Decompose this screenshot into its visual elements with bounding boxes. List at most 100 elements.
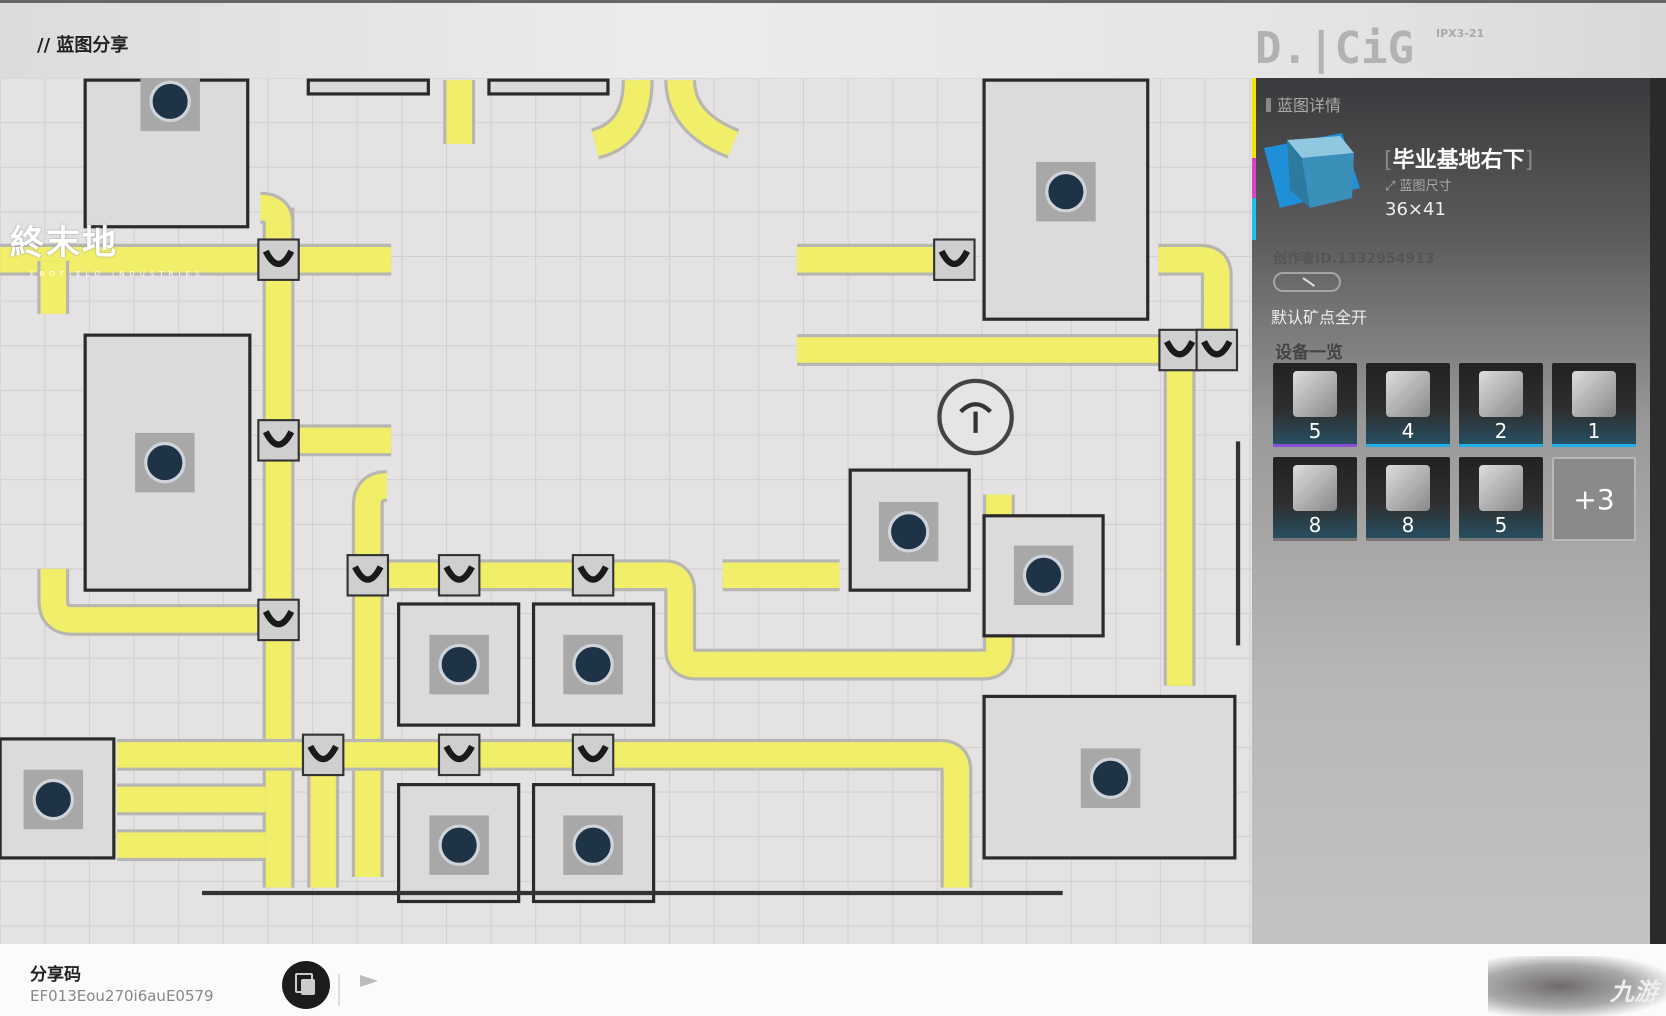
panel-heading: 蓝图详情: [1266, 92, 1341, 116]
horizontal-scrollbar[interactable]: [202, 890, 1063, 896]
splitter-block: [933, 238, 976, 281]
machine-core-icon: [572, 643, 614, 686]
creator-id: 创作者ID.1332954913: [1273, 251, 1435, 267]
splitter-icon: [1164, 339, 1196, 358]
header: // 蓝图分享 D.|CiG IPX3-21: [0, 3, 1666, 78]
splitter-icon: [577, 744, 609, 763]
copy-button[interactable]: [282, 961, 330, 1009]
page-title: // 蓝图分享: [37, 35, 129, 56]
splitter-icon: [352, 565, 384, 583]
machine-core-icon: [887, 511, 930, 553]
accent-stripe-magenta: [1252, 158, 1256, 198]
equipment-image: [1572, 371, 1616, 417]
blueprint-cube-icon: [1264, 133, 1360, 208]
machine-core-icon: [572, 824, 614, 866]
rarity-bar: [1366, 538, 1450, 541]
splitter-icon: [443, 565, 475, 583]
rarity-bar: [1273, 444, 1357, 447]
splitter-block: [571, 733, 615, 777]
splitter-icon: [443, 744, 475, 763]
machine-core-icon: [32, 778, 74, 821]
equipment-count: 8: [1308, 513, 1322, 537]
ore-setting: 默认矿点全开: [1271, 308, 1368, 327]
machine-core-icon: [1022, 554, 1065, 597]
right-edge-strip: [1650, 78, 1666, 944]
equipment-count: 8: [1401, 513, 1415, 537]
header-logo: D.|CiG: [1255, 23, 1414, 74]
equipment-image: [1479, 465, 1523, 511]
accent-stripe-yellow: [1252, 78, 1256, 158]
splitter-icon: [1201, 339, 1233, 358]
share-arrow-icon[interactable]: [360, 975, 378, 987]
endfield-logo-subtitle: ENDFIELD INDUSTRIES: [30, 270, 205, 278]
machine-core-icon: [149, 80, 191, 123]
conveyor-belt: [361, 494, 1012, 678]
equipment-image: [1479, 371, 1523, 417]
splitter-icon: [577, 565, 609, 583]
splitter-icon: [262, 249, 295, 268]
equipment-tile[interactable]: 2: [1459, 363, 1543, 447]
equipment-tile[interactable]: 5: [1459, 457, 1543, 541]
splitter-block: [1158, 328, 1201, 372]
rarity-bar: [1459, 444, 1543, 447]
splitter-icon: [262, 609, 295, 628]
conveyor-belt: [259, 194, 292, 225]
size-value: 36×41: [1385, 199, 1446, 220]
equipment-image: [1293, 371, 1337, 417]
rarity-bar: [1366, 444, 1450, 447]
equipment-image: [1386, 371, 1430, 417]
top-border: [0, 0, 1666, 3]
footer: 分享码 EF013Eou270i6auE0579: [0, 944, 1666, 1016]
splitter-block: [257, 598, 300, 642]
blueprint-name: [毕业基地右下]: [1384, 148, 1534, 173]
equipment-tile[interactable]: 4: [1366, 363, 1450, 447]
equipment-count: 5: [1308, 419, 1322, 443]
equipment-image: [1293, 465, 1337, 511]
blueprint-canvas[interactable]: [0, 78, 1252, 944]
splitter-block: [437, 733, 481, 777]
machine-core-icon: [144, 441, 186, 484]
antenna-icon: [959, 402, 992, 433]
equipment-tile[interactable]: 8: [1366, 457, 1450, 541]
conveyor-belt: [40, 568, 279, 633]
blueprint-details-panel: 蓝图详情 [毕业基地右下] ⤢ 蓝图尺寸 36×41 创作者ID.1332954…: [1252, 78, 1650, 944]
splitter-icon: [938, 249, 970, 268]
splitter-block: [257, 238, 300, 281]
size-label: ⤢ 蓝图尺寸: [1385, 179, 1452, 194]
conveyor-belt: [1158, 246, 1230, 351]
machine-footprint: [487, 78, 610, 96]
more-equipment-button[interactable]: +3: [1552, 457, 1636, 541]
machine-footprint: [306, 78, 430, 96]
splitter-block: [257, 419, 300, 462]
equipment-tile[interactable]: 1: [1552, 363, 1636, 447]
watermark-text: 九游: [1610, 978, 1658, 1006]
equipment-count: 5: [1494, 513, 1508, 537]
conveyor-belt: [591, 79, 651, 157]
splitter-block: [301, 733, 345, 777]
conveyor-belt: [117, 742, 970, 888]
rarity-bar: [1273, 538, 1357, 541]
blueprint-map[interactable]: 終末地 ENDFIELD INDUSTRIES: [0, 78, 1252, 944]
endfield-logo: 終末地: [10, 223, 118, 263]
machine-core-icon: [438, 643, 480, 686]
vertical-scrollbar[interactable]: [1235, 441, 1241, 646]
splitter-block: [346, 554, 390, 597]
rarity-bar: [1459, 538, 1543, 541]
share-code[interactable]: EF013Eou270i6auE0579: [30, 987, 214, 1005]
conveyor-belt: [355, 473, 388, 878]
equipment-tile[interactable]: 8: [1273, 457, 1357, 541]
conveyor-belt: [667, 79, 739, 156]
share-code-label: 分享码: [30, 965, 81, 985]
splitter-block: [1195, 328, 1239, 372]
header-logo-code: IPX3-21: [1436, 27, 1485, 40]
splitter-icon: [262, 430, 295, 448]
rarity-bar: [1552, 444, 1636, 447]
machine-footprint: [397, 783, 521, 904]
splitter-icon: [307, 744, 339, 763]
splitter-block: [571, 554, 615, 597]
divider: [338, 974, 340, 1006]
equipment-tile[interactable]: 5: [1273, 363, 1357, 447]
equipment-heading: 设备一览: [1275, 343, 1343, 363]
accent-stripe-cyan: [1252, 198, 1256, 240]
machine-core-icon: [438, 824, 480, 866]
